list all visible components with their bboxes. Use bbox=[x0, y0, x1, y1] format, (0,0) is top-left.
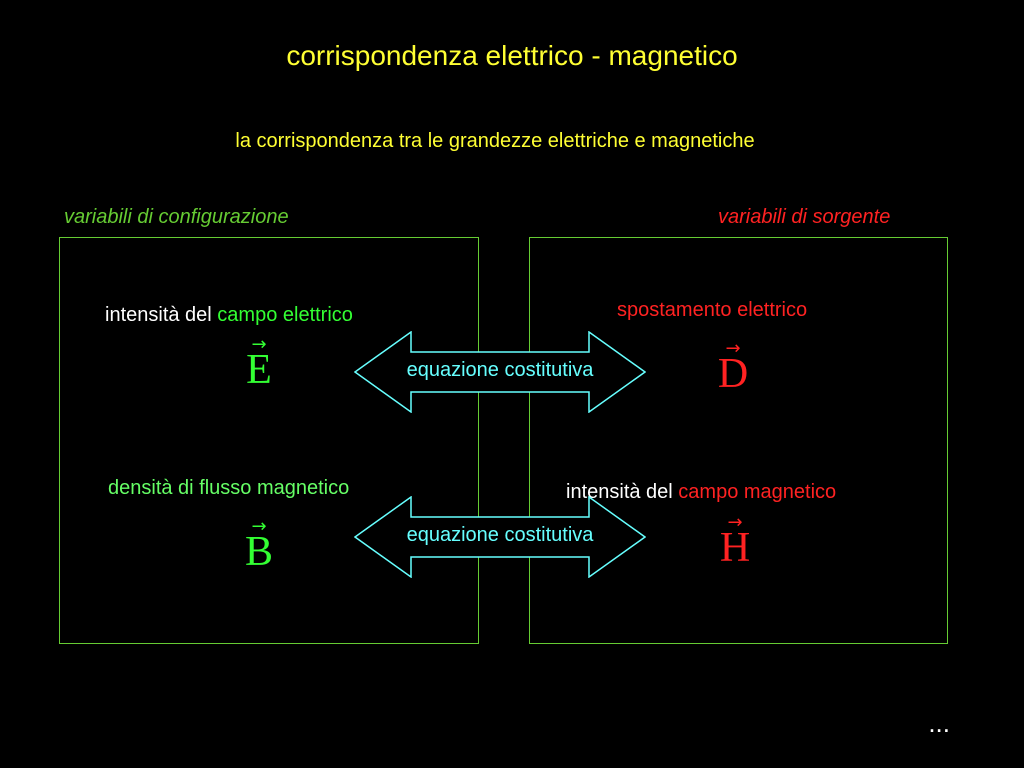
vector-d: → D bbox=[703, 338, 763, 397]
slide-subtitle: la corrispondenza tra le grandezze elett… bbox=[235, 130, 755, 152]
magnetic-field-highlight: campo magnetico bbox=[678, 481, 837, 503]
electric-displacement-label: spostamento elettrico bbox=[617, 299, 808, 321]
vector-b-symbol: B bbox=[244, 529, 273, 575]
vector-e-symbol: E bbox=[246, 347, 272, 393]
vector-arrow-icon: → bbox=[727, 512, 743, 533]
vector-arrow-icon: → bbox=[725, 338, 741, 359]
slide-title: corrispondenza elettrico - magnetico bbox=[286, 40, 738, 71]
vector-h: → H bbox=[705, 512, 765, 571]
right-column-label: variabili di sorgente bbox=[718, 206, 891, 228]
electric-field-highlight: campo elettrico bbox=[217, 304, 353, 326]
vector-d-symbol: D bbox=[717, 351, 749, 397]
double-arrow-icon bbox=[354, 496, 646, 578]
double-arrow-icon bbox=[354, 331, 646, 413]
constitutive-equation-label-1: equazione costitutiva bbox=[406, 359, 594, 381]
magnetic-field-intensity-label: intensità del campo magnetico bbox=[566, 481, 836, 504]
vector-arrow-icon: → bbox=[251, 516, 267, 537]
constitutive-equation-arrow-1: equazione costitutiva bbox=[354, 331, 646, 413]
electric-field-intensity-label: intensità del campo elettrico bbox=[105, 304, 353, 327]
vector-e: → E bbox=[229, 334, 289, 393]
constitutive-equation-arrow-2: equazione costitutiva bbox=[354, 496, 646, 578]
left-column-label: variabili di configurazione bbox=[64, 206, 289, 228]
magnetic-field-prefix: intensità del bbox=[566, 481, 679, 503]
vector-arrow-icon: → bbox=[251, 334, 267, 355]
magnetic-flux-density-label: densità di flusso magnetico bbox=[108, 477, 350, 499]
vector-b: → B bbox=[229, 516, 289, 575]
continuation-ellipsis: ... bbox=[928, 708, 950, 738]
right-box bbox=[529, 237, 948, 644]
left-box bbox=[59, 237, 479, 644]
constitutive-equation-label-2: equazione costitutiva bbox=[406, 524, 594, 546]
electric-field-prefix: intensità del bbox=[105, 304, 218, 326]
vector-h-symbol: H bbox=[719, 525, 751, 571]
